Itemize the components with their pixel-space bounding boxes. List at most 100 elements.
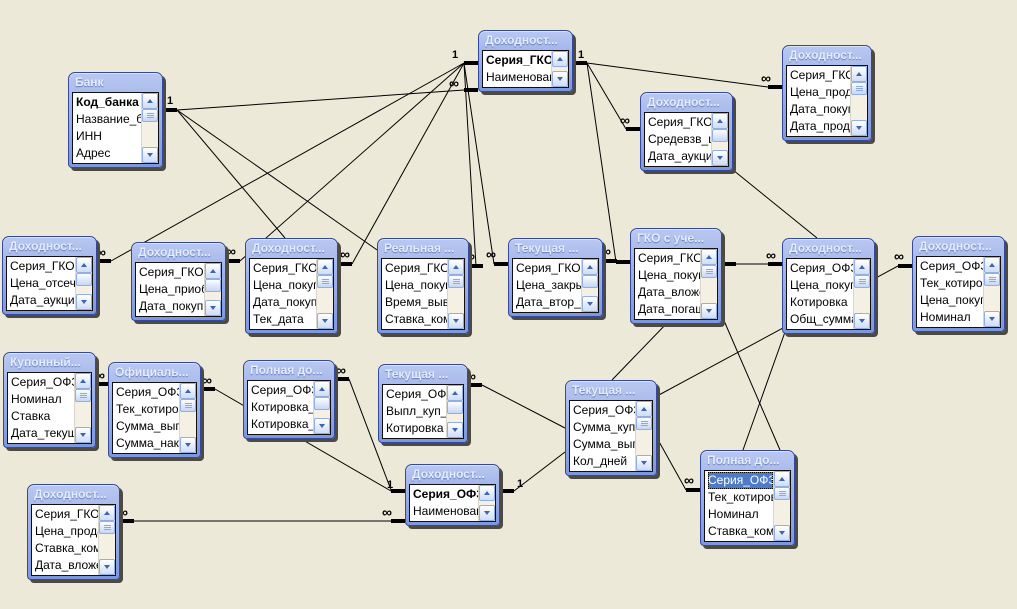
scrollbar-thumb[interactable] — [774, 487, 790, 500]
relationship-line[interactable] — [239, 62, 465, 262]
field-row[interactable]: Серия_ГКО — [790, 68, 850, 82]
scrollbar-thumb[interactable] — [448, 275, 464, 288]
field-row[interactable]: Тек_котиров — [920, 276, 983, 290]
table-scrollbar[interactable] — [850, 66, 867, 136]
scroll-down-button[interactable] — [712, 150, 728, 166]
table-title[interactable]: Полная до... — [707, 453, 780, 467]
table-tekushchaya-summa[interactable]: Текущая ...Серия_ОФЗСумма_куп_дСумма_вып… — [565, 380, 657, 476]
field-row[interactable]: Номинал — [708, 507, 759, 521]
field-row[interactable]: Серия_ГКО — [139, 265, 204, 279]
scrollbar-thumb[interactable] — [447, 401, 463, 414]
scrollbar-track[interactable] — [851, 95, 867, 120]
field-row[interactable]: Цена_закрыт — [516, 278, 581, 292]
table-title[interactable]: Текущая ... — [572, 383, 636, 397]
field-row[interactable]: Адрес — [76, 146, 111, 160]
relationship-line[interactable] — [176, 89, 465, 111]
field-row-primary-key[interactable]: Серия_ОФЗ — [413, 487, 478, 501]
table-tekushchaya-gko[interactable]: Текущая ...Серия_ГКОЦена_закрытДата_втор… — [508, 238, 603, 317]
scroll-down-button[interactable] — [479, 505, 495, 521]
scrollbar-thumb[interactable] — [701, 265, 717, 278]
field-row[interactable]: Ставка_коми — [385, 312, 447, 326]
table-gko-s-uchetom[interactable]: ГКО с уче...Серия_ГКОЦена_покупкДата_вло… — [630, 228, 722, 324]
scroll-down-button[interactable] — [774, 525, 790, 541]
scroll-up-button[interactable] — [479, 485, 495, 501]
scrollbar-track[interactable] — [76, 286, 92, 294]
relationship-line[interactable] — [611, 321, 669, 381]
scrollbar-thumb[interactable] — [636, 417, 652, 430]
field-row[interactable]: Серия_ОФЗ — [116, 385, 179, 399]
field-row[interactable]: Сумма_выпл_ — [573, 437, 635, 451]
table-title[interactable]: Купонный... — [10, 355, 81, 369]
scroll-up-button[interactable] — [552, 51, 568, 67]
field-row[interactable]: Серия_ГКО — [10, 259, 75, 273]
scrollbar-track[interactable] — [142, 122, 158, 147]
field-row[interactable]: Серия_ОФЗ — [920, 259, 983, 273]
field-row[interactable]: Цена_покупк — [790, 278, 853, 292]
table-dohodnost-gko-main[interactable]: Доходност...Серия_ГКОНаименовани — [478, 30, 573, 92]
field-row[interactable]: ИНН — [76, 129, 102, 143]
field-row[interactable]: Название_ба — [76, 112, 141, 126]
field-row[interactable]: Цена_покупк — [638, 268, 700, 282]
table-dohodnost-bottom-left[interactable]: Доходност...Серия_ГКОЦена_продажСтавка_к… — [27, 484, 120, 580]
table-title[interactable]: Полная до... — [250, 363, 323, 377]
scrollbar-track[interactable] — [448, 288, 464, 313]
field-row[interactable]: Цена_покупк — [253, 278, 316, 292]
relationship-line[interactable] — [463, 62, 495, 265]
scrollbar-thumb[interactable] — [142, 109, 158, 122]
field-row-primary-key[interactable]: Код_банка — [76, 95, 139, 109]
table-dohodnost-sredevzv[interactable]: Доходност...Серия_ГКОСредевзв_цеДата_аук… — [640, 92, 733, 171]
scrollbar-thumb[interactable] — [317, 275, 333, 288]
scroll-down-button[interactable] — [142, 147, 158, 163]
table-title[interactable]: Доходност... — [34, 487, 107, 501]
scrollbar-track[interactable] — [712, 142, 728, 150]
relationship-line[interactable] — [481, 384, 566, 429]
scroll-up-button[interactable] — [314, 381, 330, 397]
field-row[interactable]: Серия_ОФЗ — [386, 387, 446, 401]
table-scrollbar[interactable] — [204, 263, 221, 316]
relationship-line[interactable] — [176, 109, 381, 253]
scroll-down-button[interactable] — [447, 422, 463, 438]
table-title[interactable]: ГКО с уче... — [637, 231, 705, 245]
scroll-down-button[interactable] — [448, 313, 464, 329]
scroll-down-button[interactable] — [75, 427, 91, 443]
field-row[interactable]: Сумма_након — [116, 436, 179, 450]
scrollbar-track[interactable] — [774, 500, 790, 525]
table-title[interactable]: Реальная ... — [384, 241, 455, 255]
field-row[interactable]: Серия_ОФЗ — [573, 403, 635, 417]
scrollbar-track[interactable] — [984, 286, 1000, 311]
scrollbar-track[interactable] — [701, 278, 717, 303]
scroll-down-button[interactable] — [317, 313, 333, 329]
table-title[interactable]: Текущая ... — [385, 367, 449, 381]
table-scrollbar[interactable] — [316, 259, 333, 329]
field-row[interactable]: Сумма_выпл_ — [116, 419, 179, 433]
field-row[interactable]: Наименовани — [486, 70, 551, 84]
scrollbar-thumb[interactable] — [854, 275, 870, 288]
table-title[interactable]: Доходност... — [138, 245, 211, 259]
scroll-up-button[interactable] — [712, 113, 728, 129]
scroll-down-button[interactable] — [552, 71, 568, 87]
table-scrollbar[interactable] — [551, 51, 568, 87]
table-title[interactable]: Доходност... — [412, 467, 485, 481]
table-title[interactable]: Доходност... — [789, 48, 862, 62]
field-row[interactable]: Дата_продаж — [790, 119, 850, 133]
field-row[interactable]: Номинал — [11, 392, 62, 406]
field-row[interactable]: Дата_вложен — [35, 558, 98, 572]
scrollbar-thumb[interactable] — [205, 279, 221, 292]
field-row[interactable]: Тек_котиров — [708, 490, 773, 504]
field-row[interactable]: Дата_покупк — [139, 299, 204, 313]
scrollbar-thumb[interactable] — [76, 273, 92, 286]
table-dohodnost-top-right[interactable]: Доходност...Серия_ГКОЦена_продажДата_пок… — [782, 45, 872, 141]
field-row[interactable]: Кол_дней — [573, 454, 628, 468]
field-row[interactable]: Тек_котиров — [116, 402, 179, 416]
table-scrollbar[interactable] — [98, 505, 115, 575]
field-row[interactable]: Дата_текущ — [11, 426, 74, 440]
scroll-up-button[interactable] — [99, 505, 115, 521]
scroll-up-button[interactable] — [317, 259, 333, 275]
field-row[interactable]: Серия_ОФЗ — [251, 383, 313, 397]
field-row[interactable]: Цена_отсеч — [10, 276, 75, 290]
